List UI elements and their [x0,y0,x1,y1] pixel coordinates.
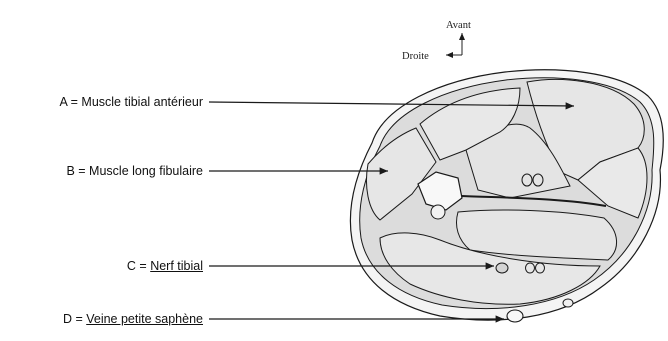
small-saphenous-vein [507,310,523,322]
orientation-indicator: Avant Droite [402,20,471,62]
front-label: Avant [446,20,471,31]
sural-vessel [563,299,573,307]
tibial-nerve [496,263,508,273]
fibula-marrow [431,205,445,219]
right-label: Droite [402,51,429,62]
